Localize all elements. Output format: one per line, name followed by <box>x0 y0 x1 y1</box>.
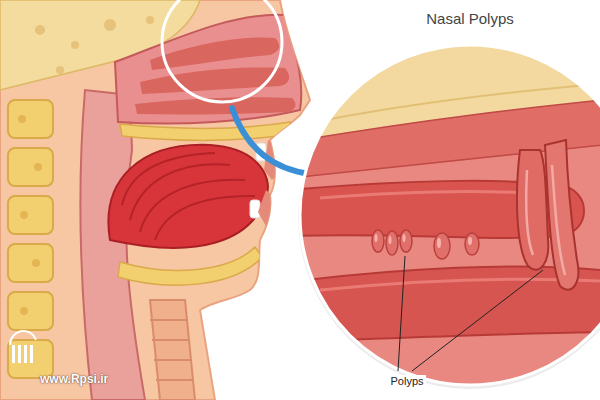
diagram-title: Nasal Polyps <box>426 10 514 27</box>
watermark: www.Rpsi.ir <box>40 372 108 386</box>
magnified-view <box>290 40 600 400</box>
part-label: Polyps <box>388 375 425 387</box>
head-section <box>0 0 310 400</box>
leader-lines <box>398 256 543 371</box>
logo-mark <box>10 331 36 363</box>
